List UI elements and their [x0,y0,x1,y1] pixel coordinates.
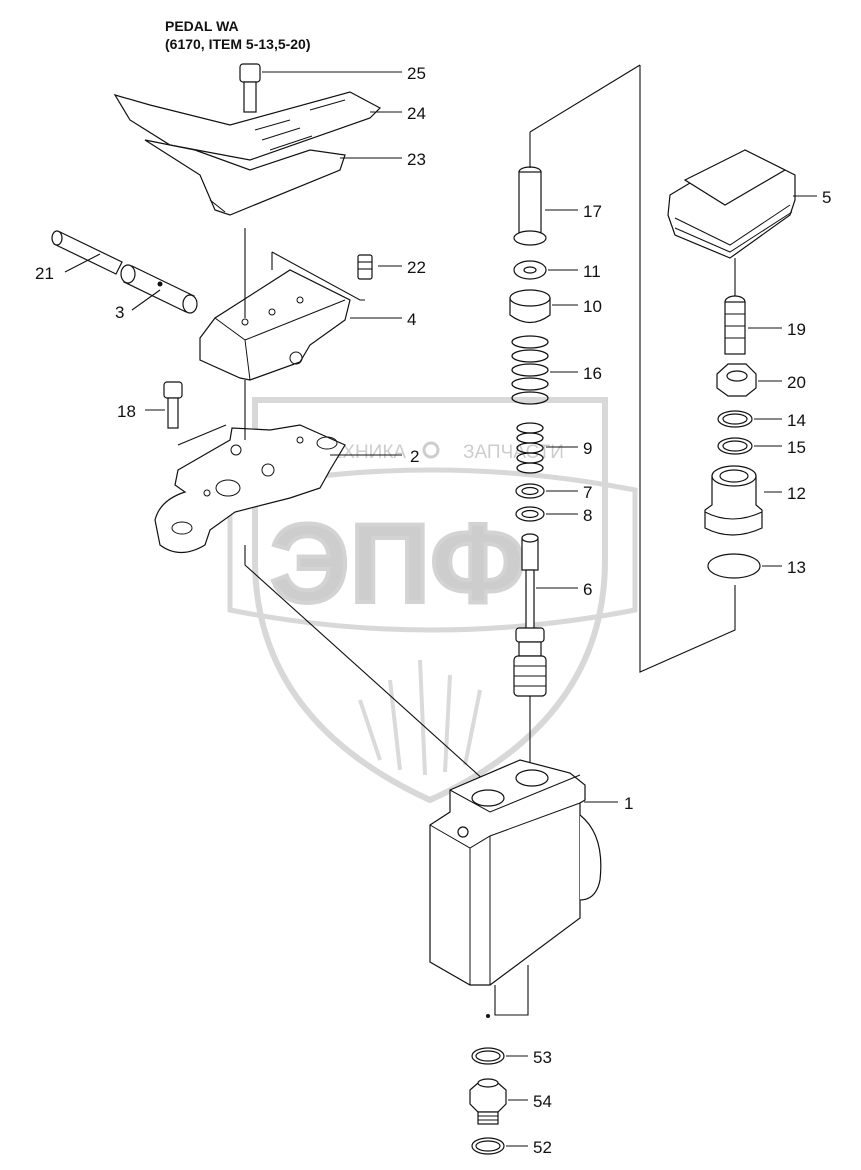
part-6-spool [513,533,547,697]
part-11-washer [513,260,547,280]
bottom-parts [469,1047,507,1155]
pedal-assembly [51,63,496,791]
right-column [667,149,796,579]
part-2-bracket [154,424,346,554]
part-17-plunger [513,166,547,246]
part-2-details [171,436,338,535]
callout-21: 21 [35,264,54,283]
callout-1: 1 [624,794,633,813]
callout-16: 16 [583,364,602,383]
callout-14: 14 [787,411,806,430]
assembly-boundary-line [639,65,736,673]
part-16-spring [511,335,549,405]
callout-5: 5 [822,188,831,207]
callout-numbers: 25 24 23 21 22 3 4 18 2 17 11 10 16 9 7 … [35,64,831,1157]
callout-8: 8 [583,506,592,525]
callout-10: 10 [583,297,602,316]
callout-52: 52 [533,1138,552,1157]
part-4-block [199,269,351,381]
callout-9: 9 [583,439,592,458]
part-25-screw [239,63,261,113]
watermark-gear-icon [422,441,440,459]
part-52-o-ring [471,1137,505,1155]
part-13-o-ring [707,553,761,579]
diagram-subtitle: (6170, ITEM 5-13,5-20) [165,36,311,52]
callout-6: 6 [583,580,592,599]
callout-11: 11 [583,262,601,281]
watermark: ТЕХНИКА ЗАПЧАСТИ ЭПФ [227,397,638,804]
callout-15: 15 [787,438,806,457]
part-9-spring [516,422,544,474]
callout-53: 53 [533,1048,552,1067]
callout-13: 13 [787,558,806,577]
watermark-text-right: ЗАПЧАСТИ [463,442,564,463]
part-21-pin [51,230,123,275]
watermark-big-letters: ЭПФ [270,501,526,626]
part-3-sleeve [120,264,198,314]
callout-20: 20 [787,373,806,392]
callout-24: 24 [407,104,426,123]
pedal-ribs [254,99,346,151]
callout-19: 19 [787,320,806,339]
part-53-o-ring [471,1047,505,1065]
diagram-title: PEDAL WA [165,18,239,34]
callout-25: 25 [407,64,426,83]
leader-lines [64,71,817,1147]
callout-54: 54 [533,1092,552,1111]
part-19-pin [724,295,746,355]
callout-4: 4 [407,310,416,329]
watermark-wheat-icon [358,659,482,776]
part-7-ring [515,483,545,499]
part-4-details [214,296,346,381]
part-10-cup [509,289,551,324]
watermark-band [227,467,638,633]
callout-2: 2 [410,447,419,466]
part-12-bushing [704,465,763,536]
part-8-ring [515,506,545,522]
part-22-set-screw [357,254,373,280]
part-18-bolt [163,381,183,429]
callout-23: 23 [407,150,426,169]
watermark-shield [252,397,608,804]
part-14-ring [717,410,753,428]
part-54-fitting [469,1078,507,1125]
part-5-boot [667,149,796,259]
callout-18: 18 [117,402,136,421]
part-1-valve-body [429,759,602,1018]
part-15-ring [717,437,753,455]
callout-7: 7 [583,483,592,502]
central-stack [509,64,641,770]
callout-3: 3 [115,303,124,322]
part-20-nut [716,363,757,397]
callout-17: 17 [583,202,602,221]
callout-22: 22 [407,258,426,277]
callout-12: 12 [787,484,806,503]
part-23-pedal-plate [144,139,346,216]
